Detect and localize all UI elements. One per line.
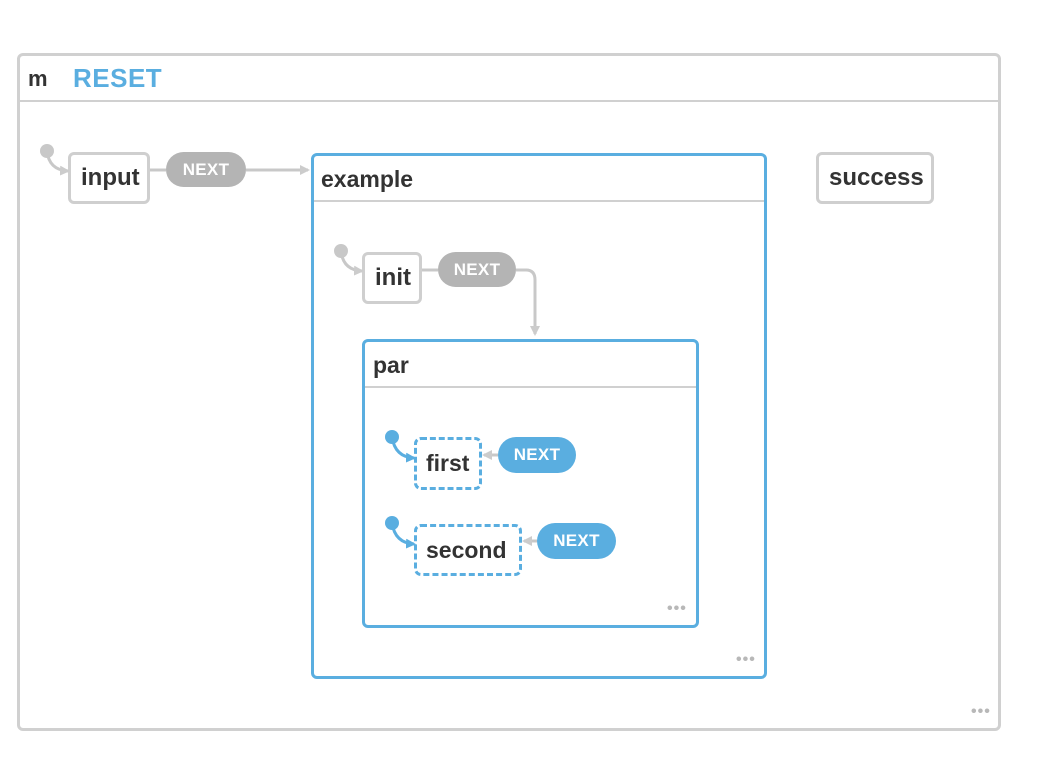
event-init-next[interactable]: NEXT (438, 252, 516, 287)
example-more-icon[interactable]: ••• (736, 651, 756, 668)
state-success[interactable]: success (816, 152, 934, 204)
par-header (365, 339, 696, 388)
machine-id: m (28, 66, 48, 91)
state-par-title: par (373, 352, 409, 378)
event-input-next[interactable]: NEXT (166, 152, 246, 187)
example-header (314, 153, 764, 202)
event-first-next[interactable]: NEXT (498, 437, 576, 473)
state-input[interactable]: input (68, 152, 150, 204)
state-second[interactable]: second (414, 524, 522, 576)
state-first[interactable]: first (414, 437, 482, 490)
reset-button[interactable]: RESET (73, 63, 163, 93)
machine-more-icon[interactable]: ••• (971, 703, 991, 720)
machine-header (17, 53, 1001, 102)
event-second-next[interactable]: NEXT (537, 523, 616, 559)
par-more-icon[interactable]: ••• (667, 600, 687, 617)
state-example-title: example (321, 166, 414, 192)
state-init[interactable]: init (362, 252, 422, 304)
